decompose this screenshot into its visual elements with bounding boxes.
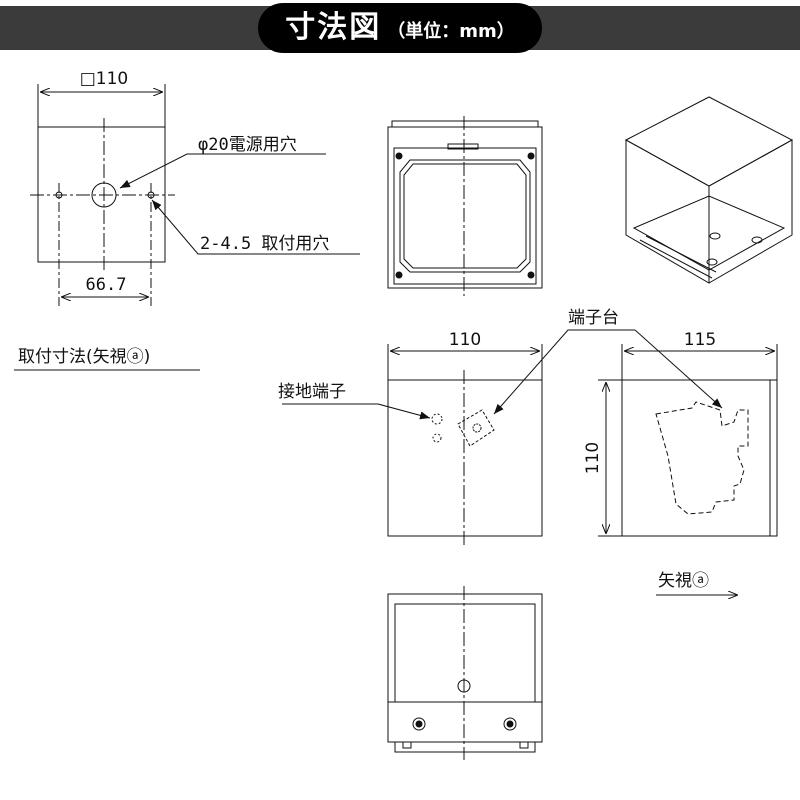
bottom-view-inner: [394, 603, 536, 703]
bottom-screw-right: [503, 717, 517, 731]
terminal-block-label: 端子台: [568, 308, 619, 328]
side-height-label: 110: [583, 442, 603, 474]
top-view-tab: [447, 143, 479, 150]
side-view-outline: [621, 379, 778, 537]
top-screw-bl: [395, 271, 403, 279]
top-view-outline: [387, 126, 543, 289]
iso-hole-3: [706, 258, 718, 266]
front-width-label: 110: [449, 330, 481, 350]
iso-bottom-rail: [639, 235, 717, 279]
iso-top-face: [624, 96, 794, 187]
isometric-view: [624, 96, 794, 284]
mount-caption: 取付寸法(矢視ⓐ): [18, 347, 150, 367]
iso-hole-1: [709, 232, 721, 240]
top-view: [387, 116, 543, 296]
mount-width-label: □110: [80, 69, 129, 89]
top-screw-tr: [527, 152, 535, 160]
bottom-view-rail: [394, 742, 536, 753]
power-hole-label: φ20電源用穴: [198, 135, 297, 155]
mount-hole-leader: [151, 199, 360, 255]
side-width-label: 115: [684, 330, 716, 350]
unit-text: （単位：mm）: [387, 21, 515, 42]
top-view-inner-frame-2: [403, 163, 527, 269]
mount-hole-label: 2-4.5 取付用穴: [200, 234, 329, 254]
terminal-leader: [493, 329, 635, 415]
bottom-screw-left: [412, 717, 426, 731]
top-view-top-rail: [391, 120, 539, 127]
side-terminal-leader: [634, 329, 723, 409]
bottom-power-hole: [457, 679, 471, 693]
top-view-inner-frame: [399, 159, 531, 273]
ground-terminal: [431, 413, 443, 425]
mounting-view: [14, 84, 360, 371]
page-title: 寸法図（単位：mm）: [0, 3, 800, 53]
ground-terminal-screw: [432, 433, 442, 443]
power-hole-leader: [119, 153, 326, 189]
top-screw-tl: [395, 152, 403, 160]
pitch-label: 66.7: [86, 275, 127, 295]
bottom-rail-tab-left: [402, 741, 412, 749]
side-hidden-bracket: [655, 401, 749, 515]
bottom-view-outline: [387, 593, 543, 743]
power-hole: [91, 182, 117, 208]
bottom-view: [387, 586, 543, 760]
iso-right-face: [708, 139, 793, 284]
view-arrow-label: 矢視ⓐ: [658, 571, 709, 591]
title-pill: [258, 3, 542, 53]
title-banner: 寸法図（単位：mm）: [0, 0, 800, 56]
bottom-screw-left-inner: [415, 720, 423, 728]
terminal-block: [457, 409, 495, 447]
bottom-screw-right-inner: [506, 720, 514, 728]
ground-terminal-label: 接地端子: [278, 382, 346, 402]
top-view-rim: [393, 147, 537, 285]
top-screw-br: [527, 271, 535, 279]
front-view-outline: [387, 379, 543, 537]
side-view: [598, 329, 778, 595]
terminal-block-screw: [472, 423, 482, 433]
bottom-rail-tab-right: [519, 741, 529, 749]
ground-leader: [282, 403, 431, 420]
title-text: 寸法図: [285, 10, 382, 45]
front-view: [282, 329, 635, 546]
iso-hole-2: [751, 236, 763, 244]
